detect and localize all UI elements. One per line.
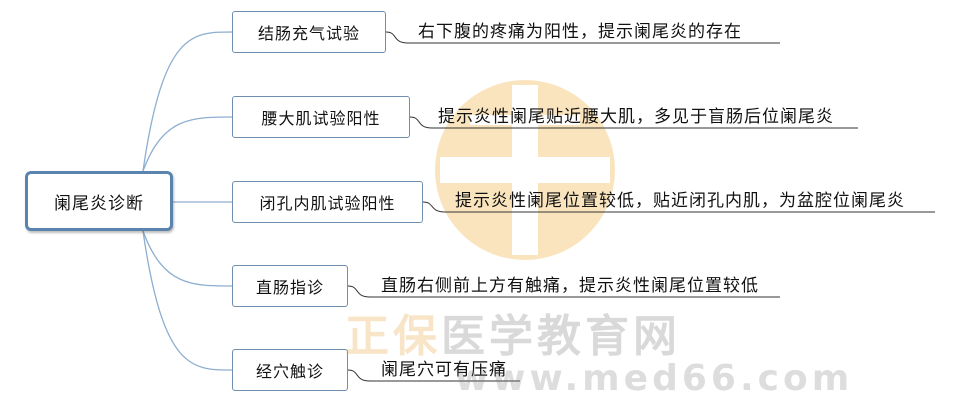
branch-label: 结肠充气试验 [257,24,360,43]
branch-detail: 直肠右侧前上方有触痛，提示炎性阑尾位置较低 [381,276,759,296]
detail-underline [409,116,858,129]
branch-detail: 阑尾穴可有压痛 [381,360,507,380]
watermark-brand-b: 医学教育网 [441,311,681,362]
connector-curve [142,31,233,172]
watermark-brand-a: 正保 [345,311,441,362]
branch-node-obturator-test[interactable]: 闭孔内肌试验阳性 [232,181,423,223]
connector-curve [142,116,233,172]
branch-label: 经穴触诊 [255,362,324,381]
branch-detail: 提示炎性阑尾位置较低，贴近闭孔内肌，为盆腔位阑尾炎 [455,191,905,211]
connector-curve [142,230,233,287]
branch-label: 腰大肌试验阳性 [261,109,381,128]
watermark-url: www.med66.com [455,358,854,399]
branch-detail: 提示炎性阑尾贴近腰大肌，多见于盲肠后位阑尾炎 [438,107,834,127]
branch-node-psoas-test[interactable]: 腰大肌试验阳性 [232,96,410,138]
root-node[interactable]: 阑尾炎诊断 [25,171,173,231]
detail-underline [385,31,780,44]
watermark-logo-icon [435,80,615,260]
root-label: 阑尾炎诊断 [54,193,144,214]
connector-curve [142,230,233,371]
branch-node-rectal-exam[interactable]: 直肠指诊 [232,265,348,307]
branch-node-colon-inflation-test[interactable]: 结肠充气试验 [232,11,386,53]
detail-underline [422,201,935,213]
branch-label: 闭孔内肌试验阳性 [259,194,396,213]
watermark-brand: 正保医学教育网 [345,300,681,364]
detail-underline [347,369,520,382]
detail-underline [347,285,780,298]
branch-label: 直肠指诊 [255,278,324,297]
branch-node-acupoint-palpation[interactable]: 经穴触诊 [232,349,348,391]
branch-detail: 右下腹的疼痛为阳性，提示阑尾炎的存在 [418,22,742,42]
